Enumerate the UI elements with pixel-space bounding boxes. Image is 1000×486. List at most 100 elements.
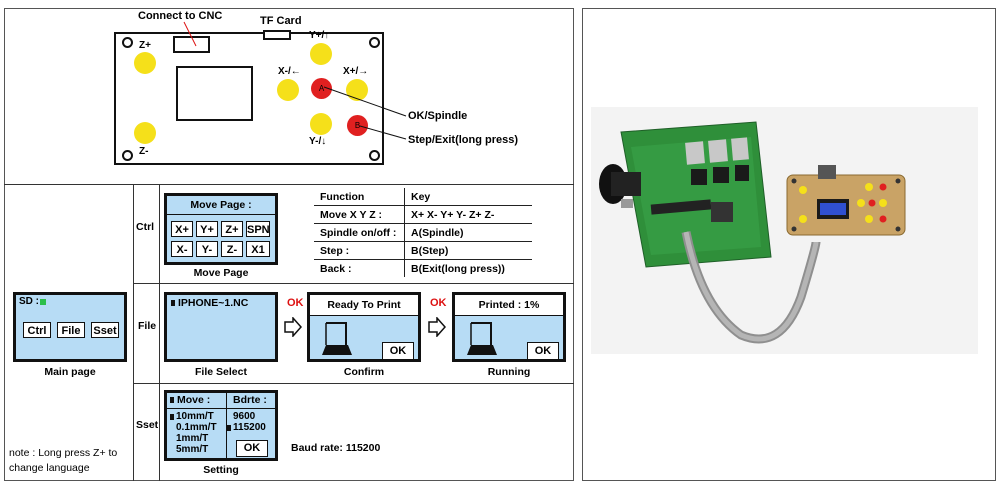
cnc-hardware-illustration <box>599 121 906 344</box>
confirm-screen: Ready To Print OK <box>307 292 421 362</box>
running-screen: Printed : 1% OK <box>452 292 566 362</box>
mount-hole-icon <box>369 37 380 48</box>
zplus-button[interactable] <box>134 52 156 74</box>
divider <box>133 184 134 481</box>
product-photo <box>591 107 978 354</box>
baud-option[interactable]: 9600 <box>233 411 256 422</box>
mount-hole-icon <box>122 37 133 48</box>
arrow-right-icon <box>284 317 302 337</box>
mount-hole-icon <box>122 150 133 161</box>
key-zminus[interactable]: Z- <box>221 241 243 257</box>
table-cell: Move X Y Z : <box>314 205 405 224</box>
table-cell: Step : <box>314 241 405 260</box>
right-panel <box>582 8 996 481</box>
confirm-title-bar <box>310 295 418 316</box>
step-exit-label: Step/Exit(long press) <box>408 134 519 146</box>
xminus-label: X-/← <box>278 66 301 77</box>
baud-cursor-icon <box>227 425 231 431</box>
handheld-controller <box>786 165 906 236</box>
file-name: IPHONE~1.NC <box>178 297 249 309</box>
move-option[interactable]: 5mm/T <box>176 444 209 455</box>
xplus-button[interactable] <box>346 79 368 101</box>
move-page-caption: Move Page <box>193 267 249 279</box>
move-option[interactable]: 0.1mm/T <box>176 422 217 433</box>
table-row: Spindle on/off : A(Spindle) <box>314 223 532 242</box>
key-yplus[interactable]: Y+ <box>196 221 218 237</box>
key-zplus[interactable]: Z+ <box>221 221 243 237</box>
sd-status-icon <box>40 299 46 305</box>
table-cell: X+ X- Y+ Y- Z+ Z- <box>404 205 532 224</box>
table-cell: Spindle on/off : <box>314 223 405 242</box>
yminus-button[interactable] <box>310 113 332 135</box>
key-yminus[interactable]: Y- <box>196 241 218 257</box>
running-ok-button[interactable]: OK <box>527 342 559 360</box>
machine-icon <box>467 322 497 355</box>
mount-hole-icon <box>369 150 380 161</box>
xminus-button[interactable] <box>277 79 299 101</box>
key-xplus[interactable]: X+ <box>171 221 193 237</box>
move-page-screen: Move Page : X+ Y+ Z+ SPN X- Y- Z- X1 <box>164 193 278 265</box>
zminus-button[interactable] <box>134 122 156 144</box>
setting-ok-button[interactable]: OK <box>236 440 268 457</box>
yplus-button[interactable] <box>310 43 332 65</box>
yplus-label: Y+/↑ <box>309 30 330 41</box>
sd-label: SD : <box>19 296 39 307</box>
divider <box>4 184 574 185</box>
zplus-label: Z+ <box>139 40 151 51</box>
board-outline <box>114 32 384 165</box>
xplus-label: X+/→ <box>343 66 369 77</box>
note-text: note : Long press Z+ to change language <box>9 447 118 474</box>
confirm-ok-button[interactable]: OK <box>382 342 414 360</box>
controller-board <box>599 121 772 268</box>
table-row: Move X Y Z : X+ X- Y+ Y- Z+ Z- <box>314 205 532 224</box>
confirm-title: Ready To Print <box>327 299 401 311</box>
file-cursor-icon <box>171 300 175 306</box>
setting-caption: Setting <box>203 464 239 476</box>
sset-button[interactable]: Sset <box>91 322 119 338</box>
arrow-right-icon <box>428 317 446 337</box>
sset-row-label: Sset <box>136 419 159 431</box>
key-xminus[interactable]: X- <box>171 241 193 257</box>
connect-label: Connect to CNC <box>138 10 223 22</box>
key-function-table: Function Key Move X Y Z : X+ X- Y+ Y- Z+… <box>314 188 532 277</box>
lcd-window <box>176 66 253 121</box>
baud-rate-note: Baud rate: 115200 <box>291 442 381 454</box>
left-panel <box>4 8 574 481</box>
key-spn[interactable]: SPN <box>246 221 270 237</box>
table-header: Key <box>404 188 532 206</box>
tf-card-slot <box>263 30 291 40</box>
divider <box>133 383 574 384</box>
header-divider <box>167 408 275 409</box>
table-row: Step : B(Step) <box>314 241 532 260</box>
a-button[interactable]: A <box>311 78 332 99</box>
connect-arrow-icon <box>183 21 197 47</box>
move-option[interactable]: 10mm/T <box>176 411 214 422</box>
file-select-screen: IPHONE~1.NC <box>164 292 278 362</box>
ok-step-label: OK <box>287 297 304 309</box>
move-cursor-icon <box>170 414 174 420</box>
file-button[interactable]: File <box>57 322 85 338</box>
file-select-caption: File Select <box>195 366 247 378</box>
key-x1[interactable]: X1 <box>246 241 270 257</box>
b-button[interactable]: B <box>347 115 368 136</box>
divider <box>159 184 160 481</box>
zminus-label: Z- <box>139 146 149 157</box>
setting-screen: Move : Bdrte : 10mm/T 0.1mm/T 1mm/T 5mm/… <box>164 390 278 461</box>
move-option[interactable]: 1mm/T <box>176 433 209 444</box>
running-caption: Running <box>487 366 531 378</box>
ctrl-row-label: Ctrl <box>136 221 155 233</box>
table-cell: A(Spindle) <box>404 223 532 242</box>
tf-card-label: TF Card <box>260 15 302 27</box>
table-cell: B(Exit(long press)) <box>411 262 505 275</box>
file-row-label: File <box>138 320 157 332</box>
baud-option[interactable]: 115200 <box>233 422 266 433</box>
col-divider <box>226 393 227 458</box>
ctrl-button[interactable]: Ctrl <box>23 322 51 338</box>
main-page-screen: SD : Ctrl File Sset <box>13 292 127 362</box>
table-cell: B(Step) <box>404 241 532 260</box>
move-cursor-icon <box>170 397 174 403</box>
running-title-bar <box>455 295 563 316</box>
title-underline <box>167 214 275 215</box>
divider <box>133 283 574 284</box>
ok-step-label: OK <box>430 297 447 309</box>
